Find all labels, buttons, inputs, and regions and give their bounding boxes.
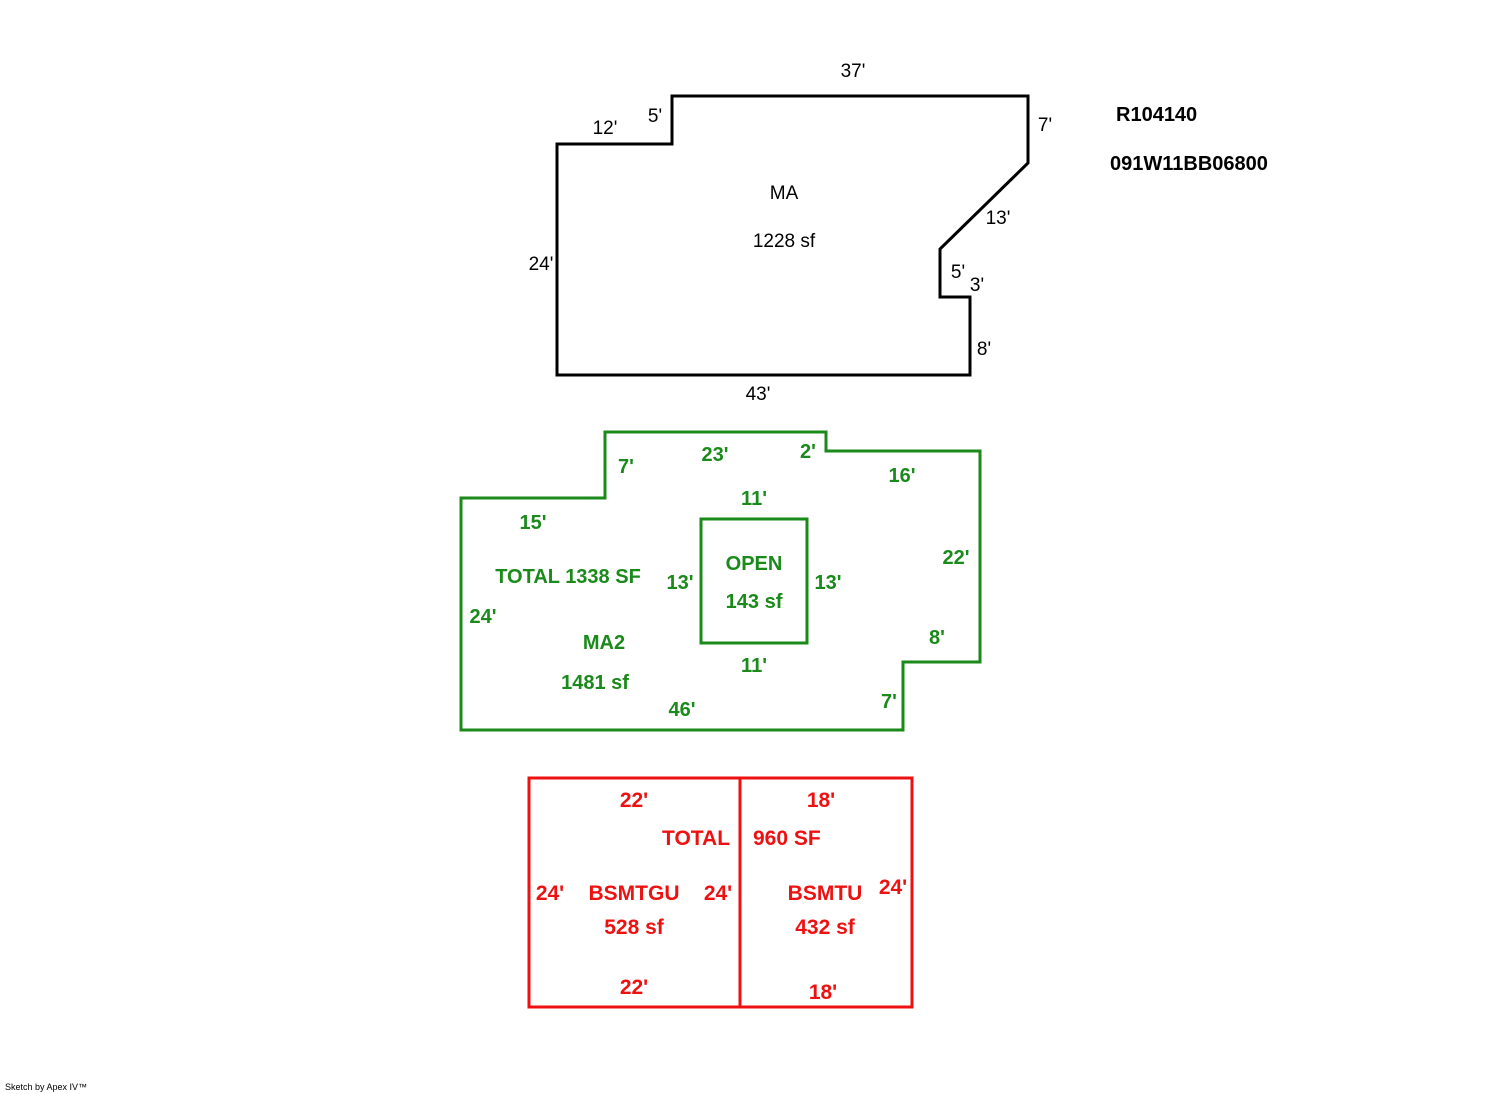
main-floor-outline <box>555 94 1030 377</box>
basement-total-value: 960 SF <box>753 827 821 850</box>
dim-open-left: 13' <box>666 572 693 594</box>
dim-unfinished-top: 18' <box>807 789 835 812</box>
dim-upper-upper-right: 16' <box>888 465 915 487</box>
unfinished-name: BSMTU <box>788 882 863 905</box>
open-area-name: OPEN <box>726 553 783 575</box>
dim-garage-top: 22' <box>620 789 648 812</box>
upper-floor-total: TOTAL 1338 SF <box>495 566 641 588</box>
dim-main-diagonal: 13' <box>986 208 1011 229</box>
upper-floor-outline <box>459 430 982 732</box>
garage-name: BSMTGU <box>589 882 680 905</box>
basement: TOTAL 960 SF BSMTGU 528 sf 22' 22' 24' 2… <box>527 776 914 1009</box>
dim-garage-left: 24' <box>536 882 564 905</box>
upper-floor: TOTAL 1338 SF MA2 1481 sf OPEN 143 sf 11… <box>459 430 982 732</box>
open-area-outline <box>699 517 809 645</box>
dim-open-bottom: 11' <box>741 655 767 677</box>
dim-upper-right-jog: 2' <box>800 441 816 463</box>
main-floor-name: MA <box>770 183 799 204</box>
dim-main-lower-right: 8' <box>977 339 991 360</box>
dim-main-inner-jog-v: 5' <box>951 262 965 283</box>
map-number: 091W11BB06800 <box>1110 153 1268 175</box>
dim-main-top: 37' <box>841 61 866 82</box>
dim-upper-right: 22' <box>942 547 969 569</box>
dim-main-upper-left: 12' <box>593 118 618 139</box>
dim-upper-bottom: 46' <box>668 699 695 721</box>
dim-main-inner-jog-h: 3' <box>970 275 984 296</box>
sketch-credit: Sketch by Apex IV™ <box>5 1082 87 1092</box>
dim-unfinished-bottom: 18' <box>809 981 837 1004</box>
dim-upper-top: 23' <box>701 444 728 466</box>
dim-main-right: 7' <box>1038 115 1052 136</box>
dim-open-right: 13' <box>814 572 841 594</box>
dim-main-bottom: 43' <box>746 384 771 405</box>
dim-upper-lower-right-jog-v: 8' <box>929 627 945 649</box>
dim-main-left: 24' <box>529 254 554 275</box>
main-floor-area: 1228 sf <box>753 231 816 252</box>
dim-garage-right: 24' <box>704 882 732 905</box>
basement-unfinished-outline <box>738 776 914 1009</box>
dim-garage-bottom: 22' <box>620 976 648 999</box>
garage-area: 528 sf <box>604 916 665 939</box>
upper-floor-area: 1481 sf <box>561 672 629 694</box>
dim-upper-left: 24' <box>469 606 496 628</box>
dim-main-left-jog: 5' <box>648 106 662 127</box>
upper-floor-name: MA2 <box>583 632 625 654</box>
dim-upper-upper-left: 15' <box>519 512 546 534</box>
main-floor: MA 1228 sf 37' 12' 5' 7' 13' 5' 3' 8' 24… <box>529 61 1052 405</box>
dim-upper-left-jog: 7' <box>618 456 634 478</box>
dim-unfinished-right: 24' <box>879 876 907 899</box>
unfinished-area: 432 sf <box>795 916 856 939</box>
dim-open-top: 11' <box>741 488 767 510</box>
basement-total-label: TOTAL <box>662 827 730 850</box>
account-id: R104140 <box>1116 104 1197 126</box>
dim-upper-lower-right-jog-h: 7' <box>881 691 897 713</box>
open-area-area: 143 sf <box>726 591 783 613</box>
